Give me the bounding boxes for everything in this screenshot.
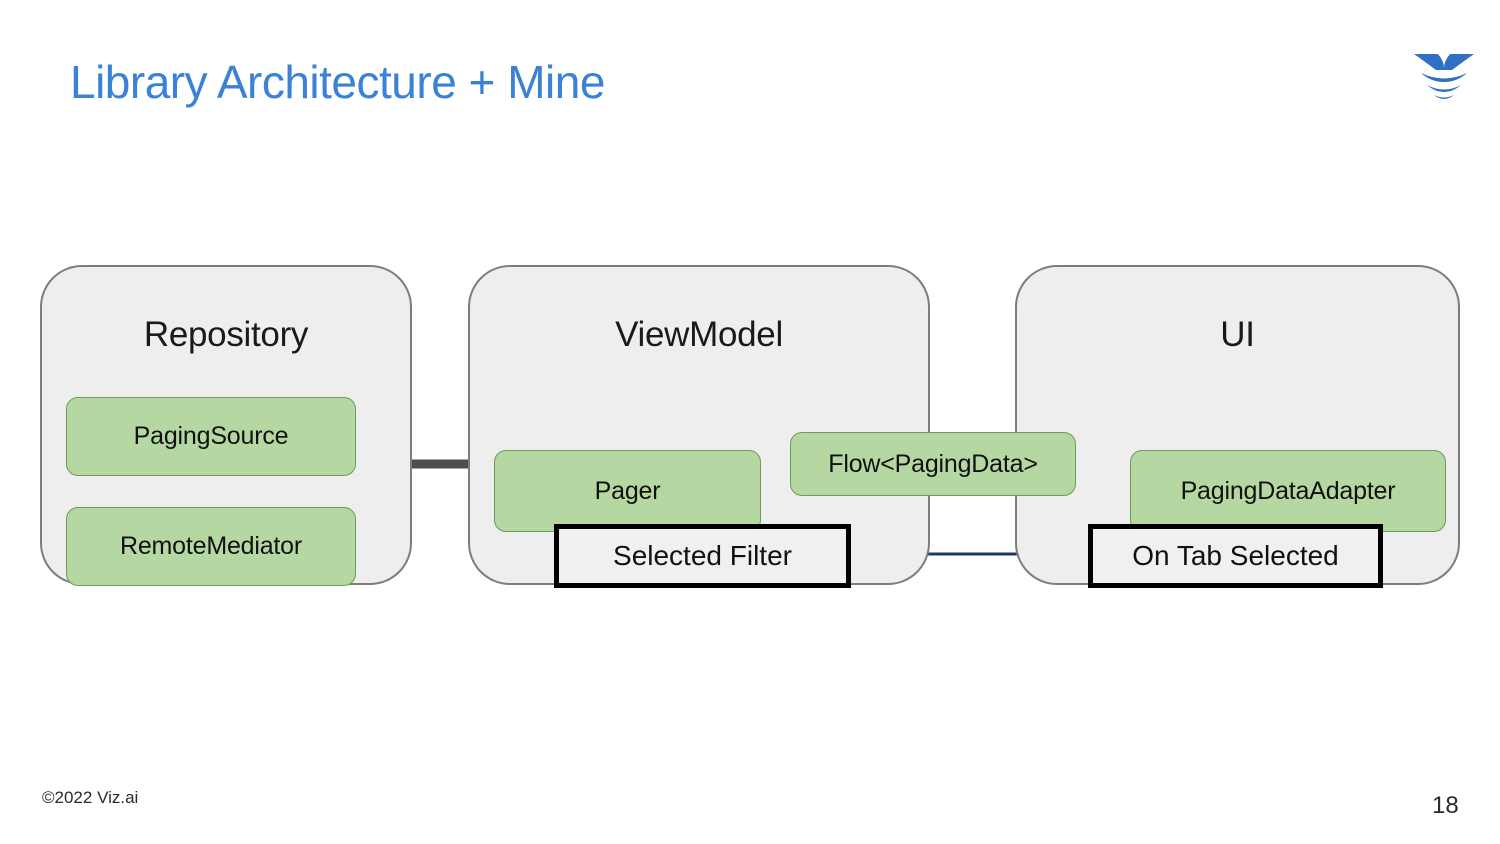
group-repository: Repository PagingSource RemoteMediator [40, 265, 412, 586]
group-ui-title: UI [1220, 315, 1255, 354]
viz-ai-logo [1408, 48, 1480, 100]
node-paging-source[interactable]: PagingSource [66, 397, 356, 476]
group-viewmodel-title: ViewModel [615, 315, 783, 354]
footer-copyright: ©2022 Viz.ai [42, 788, 139, 807]
footer-page-number: 18 [1432, 792, 1459, 819]
node-remote-mediator[interactable]: RemoteMediator [66, 507, 356, 586]
node-pager[interactable]: Pager [494, 450, 761, 532]
node-paging-data-adapter[interactable]: PagingDataAdapter [1130, 450, 1446, 532]
architecture-diagram: Repository PagingSource RemoteMediator V… [0, 240, 1500, 610]
node-flow-paging-data[interactable]: Flow<PagingData> [790, 432, 1076, 496]
annotation-on-tab-selected[interactable]: On Tab Selected [1088, 524, 1383, 588]
annotation-selected-filter[interactable]: Selected Filter [554, 524, 851, 588]
group-repository-title: Repository [143, 315, 309, 354]
page-title: Library Architecture + Mine [70, 56, 605, 108]
